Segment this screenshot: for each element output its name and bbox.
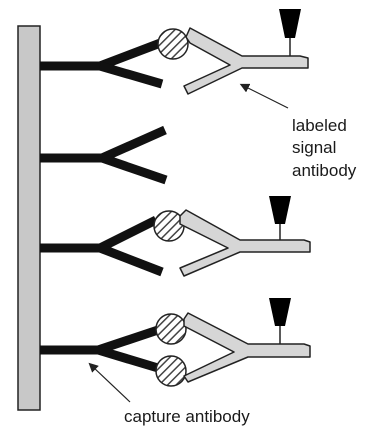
- solid-surface: [18, 26, 40, 410]
- signal-antibody-4: [184, 313, 310, 382]
- antigen-icon: [158, 29, 188, 59]
- label-tag-icon: [269, 298, 291, 326]
- capture-antibody-4: [40, 330, 158, 368]
- signal-antibody-label-line2: signal: [292, 138, 336, 157]
- signal-antibody-3: [180, 210, 310, 276]
- capture-antibody-2: [40, 130, 166, 180]
- capture-callout-arrow: [92, 366, 130, 402]
- capture-antibody-1: [40, 42, 163, 84]
- capture-antibody-3: [40, 220, 162, 272]
- capture-antibody-label: capture antibody: [124, 407, 250, 426]
- label-tag-icon: [279, 9, 301, 38]
- antigen-icon: [156, 356, 186, 386]
- signal-callout-arrow: [244, 86, 288, 108]
- signal-antibody-label-line3: antibody: [292, 161, 357, 180]
- antigen-icon: [156, 314, 186, 344]
- label-tag-icon: [269, 196, 291, 224]
- signal-antibody-label-line1: labeled: [292, 116, 347, 135]
